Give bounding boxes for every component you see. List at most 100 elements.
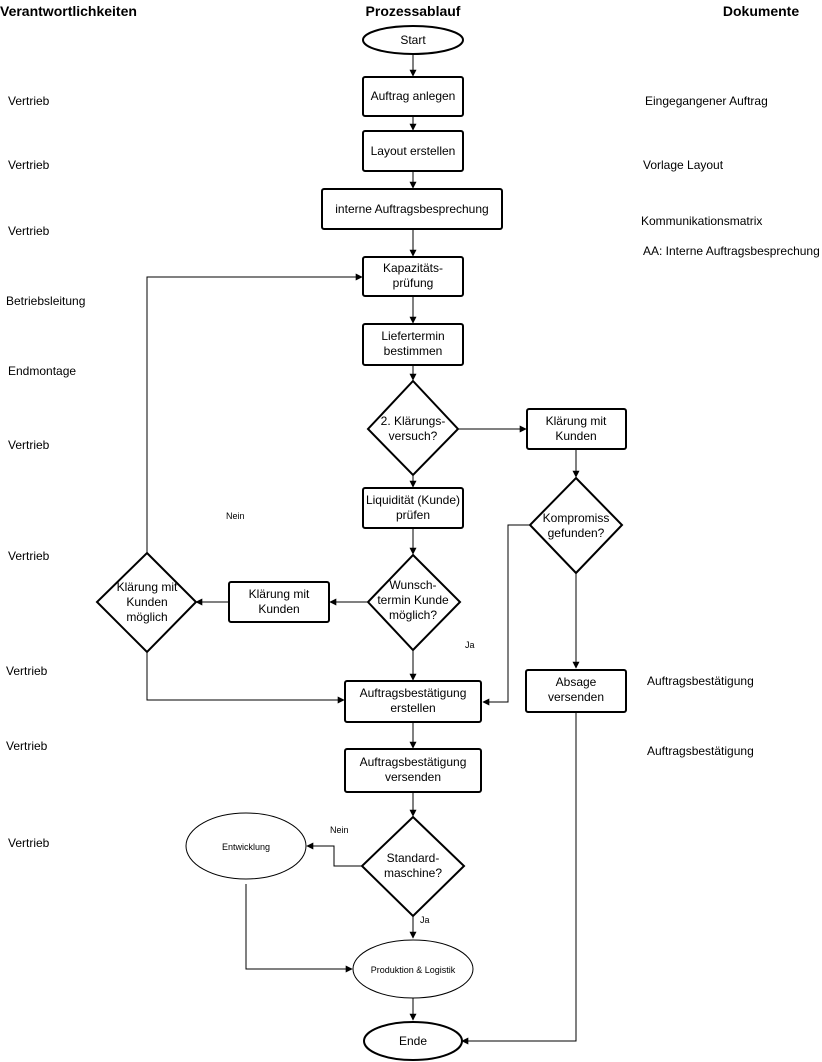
document-label: Auftragsbestätigung xyxy=(647,744,754,758)
node-label-line: Standard- xyxy=(387,851,440,865)
node-start[interactable]: Start xyxy=(362,25,464,55)
responsibility-label: Vertrieb xyxy=(8,438,50,452)
node-ende[interactable]: Ende xyxy=(363,1021,463,1061)
header-documents: Dokumente xyxy=(723,3,799,19)
svg-text:Liquidität (Kunde)prüfen: Liquidität (Kunde)prüfen xyxy=(366,493,460,522)
document-label: AA: Interne Auftragsbesprechung xyxy=(643,244,820,258)
node-liquiditaet[interactable]: Liquidität (Kunde)prüfen xyxy=(362,487,464,529)
responsibility-label: Vertrieb xyxy=(6,739,48,753)
node-label-line: prüfung xyxy=(393,276,434,290)
node-label-line: Auftragsbestätigung xyxy=(360,686,467,700)
node-label-line: Produktion & Logistik xyxy=(371,965,456,975)
node-label-line: Absage xyxy=(556,675,597,689)
node-label-line: gefunden? xyxy=(548,526,605,540)
edge-label-ja: Ja xyxy=(420,915,430,925)
responsibility-label: Vertrieb xyxy=(8,549,50,563)
document-label: Kommunikationsmatrix xyxy=(641,214,762,228)
svg-text:interne Auftragsbesprechung: interne Auftragsbesprechung xyxy=(335,202,488,216)
header-responsibilities: Verantwortlichkeiten xyxy=(0,3,137,19)
node-label-line: Klärung mit xyxy=(546,414,607,428)
node-label-line: Auftrag anlegen xyxy=(371,89,456,103)
svg-text:Layout erstellen: Layout erstellen xyxy=(371,144,456,158)
edge-label-nein: Nein xyxy=(226,511,245,521)
connectors xyxy=(146,54,580,1045)
edge-entwicklung-to-produktion xyxy=(245,884,353,973)
node-label-line: versuch? xyxy=(389,429,438,443)
node-label-line: Ende xyxy=(399,1034,427,1048)
node-klaerungsversuch[interactable]: 2. Klärungs-versuch? xyxy=(366,379,460,477)
responsibility-label: Vertrieb xyxy=(8,94,50,108)
svg-text:Produktion & Logistik: Produktion & Logistik xyxy=(371,965,456,975)
node-label-line: möglich? xyxy=(389,608,437,622)
node-label-line: Kapazitäts- xyxy=(383,261,443,275)
responsibility-label: Betriebsleitung xyxy=(6,294,85,308)
svg-text:Standard-maschine?: Standard-maschine? xyxy=(384,851,442,880)
edge-klaerung-moeglich-to-ab-erstellen xyxy=(146,652,345,704)
node-label-line: Start xyxy=(400,33,426,47)
node-standardmaschine[interactable]: Standard-maschine? xyxy=(360,815,466,918)
node-label-line: Kunden xyxy=(258,602,299,616)
node-label-line: Kunden xyxy=(126,595,167,609)
responsibility-label: Vertrieb xyxy=(8,158,50,172)
svg-text:Kapazitäts-prüfung: Kapazitäts-prüfung xyxy=(383,261,443,290)
node-label-line: erstellen xyxy=(390,701,435,715)
svg-text:Start: Start xyxy=(400,33,426,47)
node-label-line: Entwicklung xyxy=(222,842,270,852)
edge-absage-to-ende xyxy=(461,712,577,1045)
edge-label-nein: Nein xyxy=(330,825,349,835)
document-label: Auftragsbestätigung xyxy=(647,674,754,688)
node-label-line: bestimmen xyxy=(384,344,443,358)
node-label-line: termin Kunde xyxy=(377,593,449,607)
node-label-line: Klärung mit xyxy=(249,587,310,601)
node-entwicklung[interactable]: Entwicklung xyxy=(185,812,307,880)
edge-kompromiss-to-ab-erstellen xyxy=(482,524,530,706)
responsibility-label: Endmontage xyxy=(8,364,76,378)
node-label-line: prüfen xyxy=(396,508,430,522)
node-label-line: Klärung mit xyxy=(117,580,178,594)
svg-text:Auftrag anlegen: Auftrag anlegen xyxy=(371,89,456,103)
node-auftrag-anlegen[interactable]: Auftrag anlegen xyxy=(362,76,464,117)
node-label-line: 2. Klärungs- xyxy=(381,414,446,428)
node-label-line: Liquidität (Kunde) xyxy=(366,493,460,507)
node-label-line: interne Auftragsbesprechung xyxy=(335,202,488,216)
responsibility-label: Vertrieb xyxy=(8,836,50,850)
responsibility-label: Vertrieb xyxy=(8,224,50,238)
node-label-line: Layout erstellen xyxy=(371,144,456,158)
node-label-line: möglich xyxy=(126,610,167,624)
node-label-line: maschine? xyxy=(384,866,442,880)
node-label-line: Wunsch- xyxy=(389,578,436,592)
responsibility-label: Vertrieb xyxy=(6,664,48,678)
node-label-line: Kunden xyxy=(555,429,596,443)
document-label: Eingegangener Auftrag xyxy=(645,94,768,108)
edge-klaerung-moeglich-to-kapazitaet xyxy=(146,273,363,552)
node-layout-erstellen[interactable]: Layout erstellen xyxy=(362,130,464,172)
documents-column: Eingegangener Auftrag Vorlage Layout Kom… xyxy=(641,94,820,758)
node-interne-besprechung[interactable]: interne Auftragsbesprechung xyxy=(321,188,503,230)
header-process: Prozessablauf xyxy=(366,3,461,19)
responsibility-column: Vertrieb Vertrieb Vertrieb Betriebsleitu… xyxy=(6,94,85,850)
node-label-line: Auftragsbestätigung xyxy=(360,755,467,769)
node-kapazitaetspruefung[interactable]: Kapazitäts-prüfung xyxy=(362,256,464,297)
node-label-line: Liefertermin xyxy=(381,329,444,343)
svg-text:Entwicklung: Entwicklung xyxy=(222,842,270,852)
node-produktion[interactable]: Produktion & Logistik xyxy=(352,939,474,999)
